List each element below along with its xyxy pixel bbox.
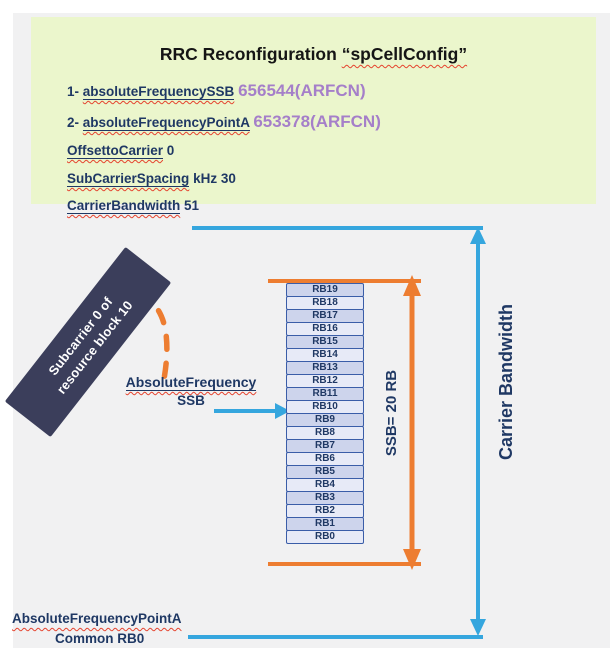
absolutefrequencypointa-label: AbsoluteFrequencyPointA xyxy=(12,611,182,626)
item-key: absoluteFrequencyPointA xyxy=(82,115,250,131)
rb-cell-rb9: RB9 xyxy=(286,413,364,427)
carrier-bandwidth-arrow xyxy=(188,226,486,639)
ssb-text: SSB xyxy=(177,393,205,408)
rb-cell-rb18: RB18 xyxy=(286,296,364,310)
rb-cell-rb11: RB11 xyxy=(286,387,364,401)
rb-cell-rb5: RB5 xyxy=(286,465,364,479)
item-value: 0 xyxy=(166,143,175,158)
rb-cell-rb6: RB6 xyxy=(286,452,364,466)
item-value: 656544(ARFCN) xyxy=(238,81,366,100)
config-item-absolutefrequencyssb: 1- absoluteFrequencySSB 656544(ARFCN) xyxy=(67,81,366,101)
item-key: OffsettoCarrier xyxy=(67,143,164,159)
config-item-carrierbandwidth: CarrierBandwidth 51 xyxy=(67,198,200,214)
item-value: kHz 30 xyxy=(193,171,236,186)
item-value: 51 xyxy=(184,198,200,213)
rb-cell-rb13: RB13 xyxy=(286,361,364,375)
item-value: 653378(ARFCN) xyxy=(253,112,381,131)
ssb-pointer-arrow xyxy=(214,403,290,419)
rb-cell-rb12: RB12 xyxy=(286,374,364,388)
ssb-20rb-label: SSB= 20 RB xyxy=(383,369,400,457)
rb-cell-rb7: RB7 xyxy=(286,439,364,453)
rrc-config-box: RRC Reconfiguration “spCellConfig” 1- ab… xyxy=(31,17,596,214)
item-prefix: 1- xyxy=(67,84,83,99)
ssb-span-arrow xyxy=(268,275,421,570)
item-key: CarrierBandwidth xyxy=(67,198,181,214)
absolutefrequency-ssb-label: AbsoluteFrequency SSB xyxy=(113,374,269,408)
page-title: RRC Reconfiguration “spCellConfig” xyxy=(31,44,596,65)
rb-cell-rb1: RB1 xyxy=(286,517,364,531)
rb-cell-rb16: RB16 xyxy=(286,322,364,336)
config-item-offsettocarrier: OffsettoCarrier 0 xyxy=(67,143,175,159)
title-text: RRC Reconfiguration xyxy=(159,44,342,64)
rb-cell-rb17: RB17 xyxy=(286,309,364,323)
common-rb0-label: Common RB0 xyxy=(55,631,145,646)
item-key: absoluteFrequencySSB xyxy=(82,84,235,100)
item-prefix: 2- xyxy=(67,115,83,130)
rb-cell-rb0: RB0 xyxy=(286,530,364,544)
item-key: SubCarrierSpacing xyxy=(67,171,190,187)
rb-cell-rb14: RB14 xyxy=(286,348,364,362)
rb-cell-rb10: RB10 xyxy=(286,400,364,414)
rb-cell-rb19: RB19 xyxy=(286,283,364,297)
carrier-bandwidth-label: Carrier Bandwidth xyxy=(496,303,516,461)
rb-cell-rb2: RB2 xyxy=(286,504,364,518)
absolutefrequency-text: AbsoluteFrequency xyxy=(125,374,257,391)
config-item-subcarrierspacing: SubCarrierSpacing kHz 30 xyxy=(67,171,236,187)
rb-cell-rb3: RB3 xyxy=(286,491,364,505)
rb-cell-rb4: RB4 xyxy=(286,478,364,492)
title-spcellconfig: “spCellConfig” xyxy=(341,44,468,64)
rb-cell-rb15: RB15 xyxy=(286,335,364,349)
rb-cell-rb8: RB8 xyxy=(286,426,364,440)
config-item-absolutefrequencypointa: 2- absoluteFrequencyPointA 653378(ARFCN) xyxy=(67,112,381,132)
